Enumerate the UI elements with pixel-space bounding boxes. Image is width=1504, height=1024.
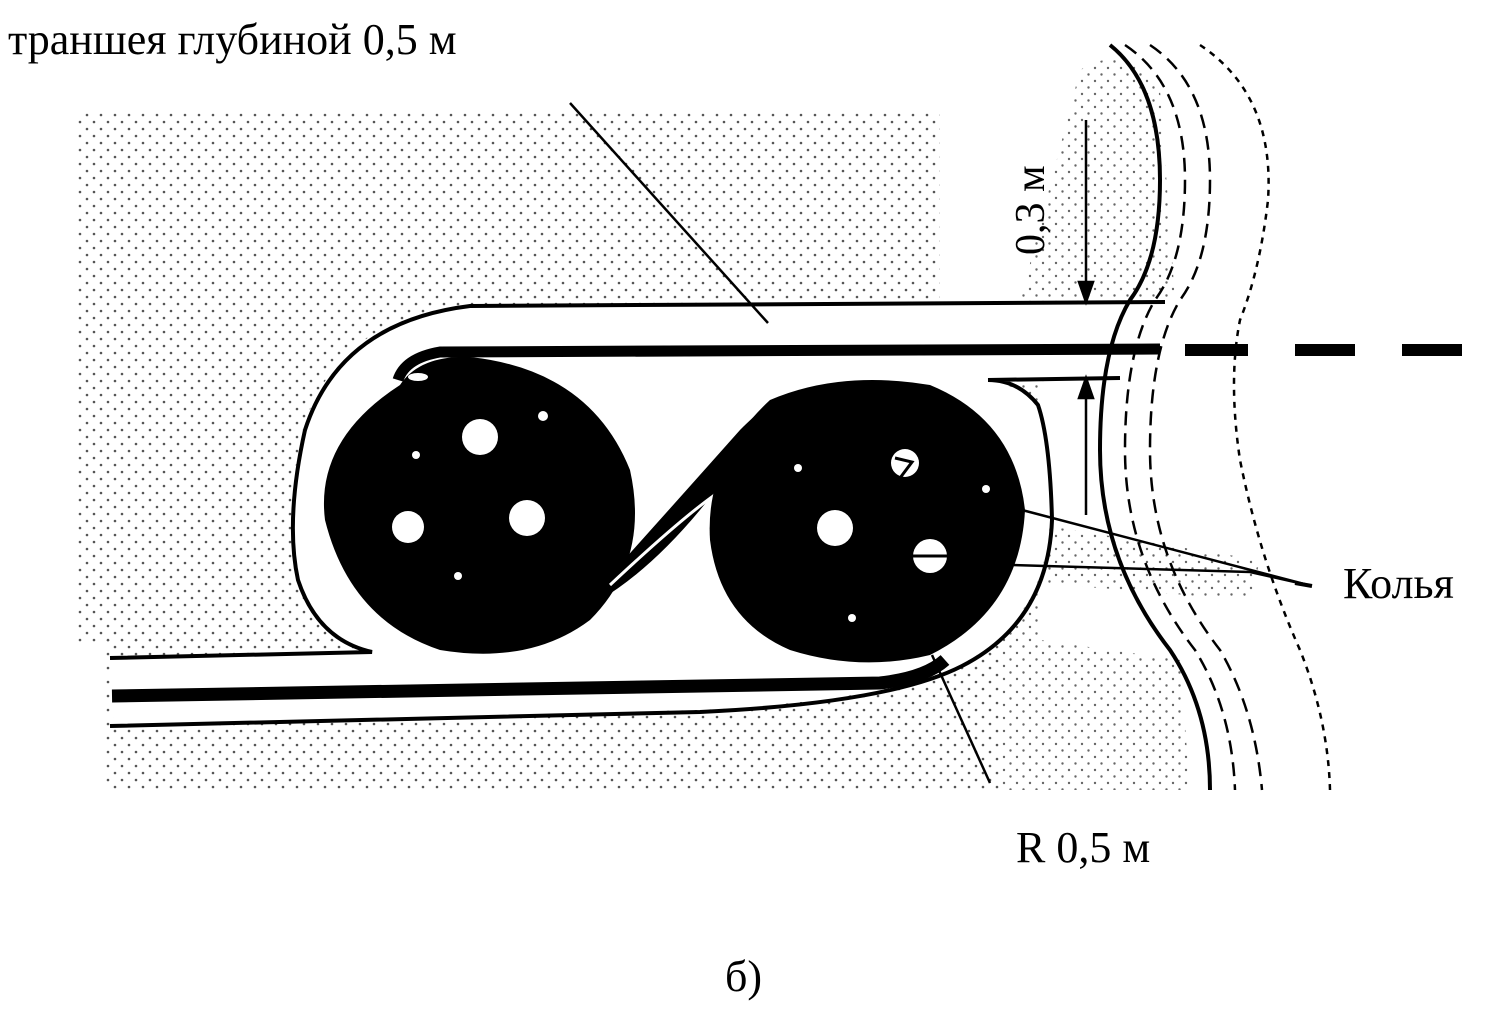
geotextile-upper — [392, 343, 1161, 383]
fascine-roll-right — [709, 380, 1025, 663]
trench-depth-label: траншея глубиной 0,5 м — [8, 15, 457, 64]
fascine-roll-left — [323, 356, 635, 654]
stakes-label: Колья — [1343, 559, 1454, 608]
shore-lines — [1097, 43, 1332, 791]
figure-caption: б) — [725, 952, 763, 1001]
geotextile-lower — [111, 654, 950, 703]
radius-label: R 0,5 м — [1016, 823, 1151, 872]
dimension-0-3m — [1077, 120, 1095, 515]
leader-lines — [569, 102, 1313, 784]
gap-dimension-label: 0,3 м — [1008, 165, 1054, 255]
